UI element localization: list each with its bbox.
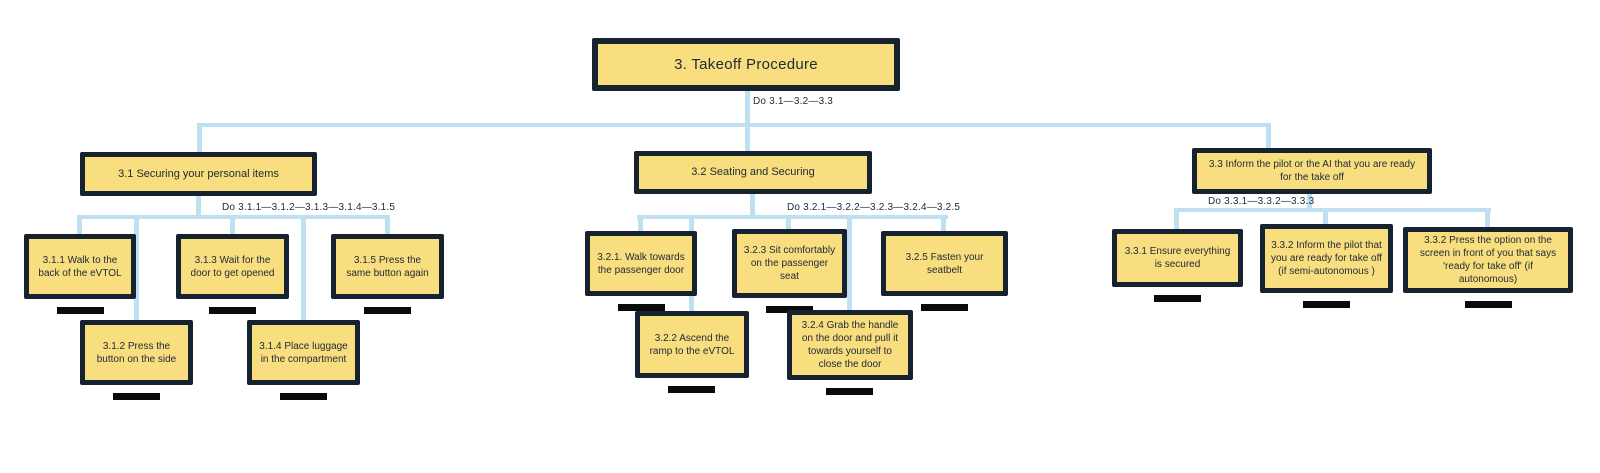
- branch-label: 3.3 Inform the pilot or the AI that you …: [1208, 159, 1416, 183]
- monitor-stand: [668, 386, 715, 393]
- step-3-1-2: 3.1.2 Press the button on the side: [80, 320, 193, 385]
- step-label: 3.2.3 Sit comfortably on the passenger s…: [743, 245, 836, 282]
- node-label: 3. Takeoff Procedure: [674, 55, 818, 73]
- step-3-2-2: 3.2.2 Ascend the ramp to the eVTOL: [635, 311, 749, 378]
- connector-drop-3-2-5: [941, 215, 946, 235]
- connector-drop-3-1-5: [385, 215, 390, 238]
- step-3-2-5: 3.2.5 Fasten your seatbelt: [881, 231, 1008, 296]
- branch-label: 3.2 Seating and Securing: [691, 166, 815, 179]
- step-3-3-2-semi-autonomous: 3.3.2 Inform the pilot that you are read…: [1260, 224, 1393, 293]
- monitor-stand: [280, 393, 327, 400]
- step-3-3-2-autonomous: 3.3.2 Press the option on the screen in …: [1403, 227, 1573, 293]
- monitor-stand: [766, 306, 813, 313]
- step-3-1-1: 3.1.1 Walk to the back of the eVTOL: [24, 234, 136, 299]
- monitor-stand: [1465, 301, 1512, 308]
- connector-drop-branch-3-1: [197, 123, 202, 154]
- do-label-3-3: Do 3.3.1—3.3.2—3.3.3: [1208, 196, 1315, 207]
- connector-branch-3-2-stub: [750, 194, 755, 217]
- do-label-3-2: Do 3.2.1—3.2.2—3.2.3—3.2.4—3.2.5: [787, 202, 961, 213]
- step-label: 3.1.3 Wait for the door to get opened: [190, 254, 275, 279]
- branch-3-2: 3.2 Seating and Securing: [634, 151, 872, 194]
- branch-3-1: 3.1 Securing your personal items: [80, 152, 317, 196]
- monitor-stand: [364, 307, 411, 314]
- step-label: 3.2.5 Fasten your seatbelt: [905, 251, 984, 276]
- connector-drop-3-3-2a: [1323, 208, 1328, 228]
- step-3-1-5: 3.1.5 Press the same button again: [331, 234, 444, 299]
- connector-level1-hline: [197, 123, 1271, 127]
- branch-3-3: 3.3 Inform the pilot or the AI that you …: [1192, 148, 1432, 194]
- connector-drop-3-3-2b: [1485, 208, 1490, 231]
- step-3-2-3: 3.2.3 Sit comfortably on the passenger s…: [732, 229, 847, 298]
- connector-root-stub: [745, 91, 750, 125]
- monitor-stand: [826, 388, 873, 395]
- monitor-stand: [1303, 301, 1350, 308]
- step-label: 3.1.2 Press the button on the side: [96, 340, 177, 365]
- step-label: 3.1.1 Walk to the back of the eVTOL: [38, 254, 122, 279]
- node-takeoff-procedure: 3. Takeoff Procedure: [592, 38, 900, 91]
- connector-drop-branch-3-2: [745, 123, 750, 153]
- step-3-1-3: 3.1.3 Wait for the door to get opened: [176, 234, 289, 299]
- connector-3-3-hline: [1174, 208, 1491, 212]
- connector-drop-3-3-1: [1174, 208, 1179, 233]
- do-label-root: Do 3.1—3.2—3.3: [753, 96, 834, 107]
- step-label: 3.3.2 Press the option on the screen in …: [1419, 235, 1557, 285]
- step-label: 3.2.2 Ascend the ramp to the eVTOL: [649, 332, 735, 357]
- monitor-stand: [921, 304, 968, 311]
- connector-drop-3-1-2: [134, 215, 139, 322]
- connector-3-2-hline: [637, 215, 948, 219]
- step-label: 3.2.4 Grab the handle on the door and pu…: [801, 320, 899, 370]
- connector-branch-3-1-stub: [196, 196, 201, 219]
- connector-drop-branch-3-3: [1266, 123, 1271, 150]
- step-label: 3.1.4 Place luggage in the compartment: [259, 340, 348, 365]
- do-label-3-1: Do 3.1.1—3.1.2—3.1.3—3.1.4—3.1.5: [222, 202, 396, 213]
- connector-drop-3-2-4: [847, 215, 852, 314]
- step-label: 3.3.2 Inform the pilot that you are read…: [1271, 240, 1382, 277]
- step-3-3-1: 3.3.1 Ensure everything is secured: [1112, 229, 1243, 287]
- monitor-stand: [1154, 295, 1201, 302]
- monitor-stand: [57, 307, 104, 314]
- connector-drop-3-2-3: [786, 215, 791, 233]
- connector-drop-3-2-1: [638, 215, 643, 235]
- step-3-2-4: 3.2.4 Grab the handle on the door and pu…: [787, 310, 913, 380]
- step-label: 3.1.5 Press the same button again: [346, 254, 429, 279]
- connector-drop-3-1-3: [230, 215, 235, 238]
- connector-drop-3-1-4: [301, 215, 306, 322]
- branch-label: 3.1 Securing your personal items: [118, 167, 279, 180]
- connector-drop-3-1-1: [77, 215, 82, 238]
- monitor-stand: [113, 393, 160, 400]
- step-3-1-4: 3.1.4 Place luggage in the compartment: [247, 320, 360, 385]
- step-label: 3.3.1 Ensure everything is secured: [1124, 246, 1231, 270]
- monitor-stand: [209, 307, 256, 314]
- monitor-stand: [618, 304, 665, 311]
- step-label: 3.2.1. Walk towards the passenger door: [597, 251, 685, 276]
- connector-branch-3-3-stub: [1307, 194, 1312, 212]
- step-3-2-1: 3.2.1. Walk towards the passenger door: [585, 231, 697, 296]
